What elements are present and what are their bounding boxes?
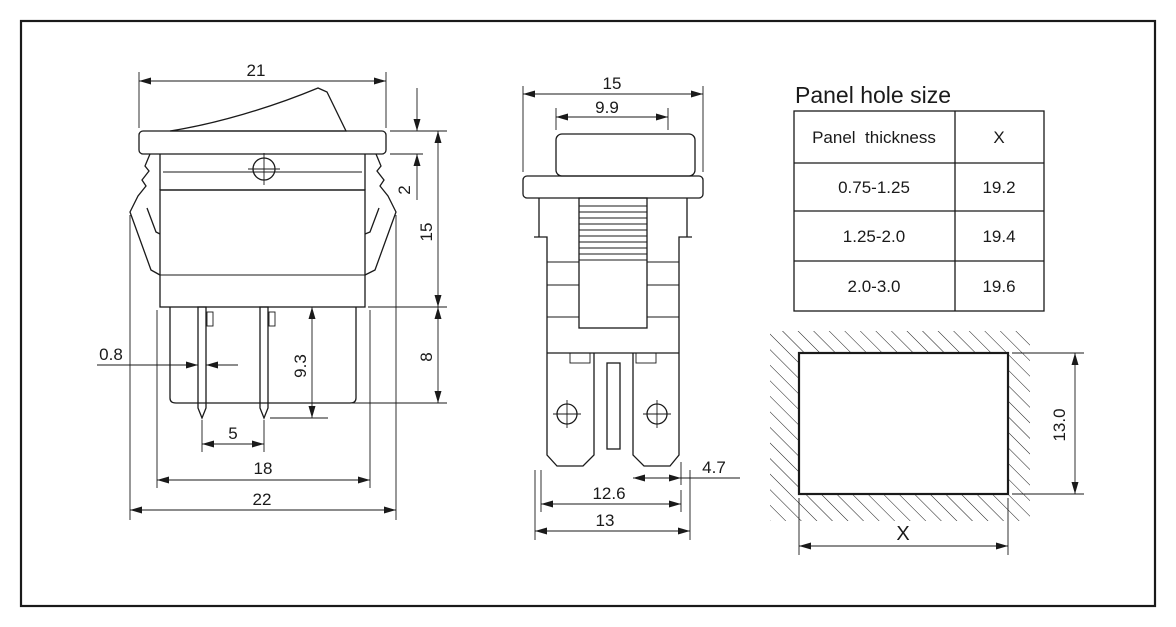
drawing-frame: [19, 19, 1157, 608]
dim-front-overall-width: 22: [253, 490, 272, 509]
dim-front-pin-height: 8: [417, 352, 436, 361]
table-cell: 2.0-3.0: [848, 277, 901, 296]
dim-side-base-width: 13: [596, 511, 615, 530]
front-base: [169, 307, 357, 404]
table-cell: 1.25-2.0: [843, 227, 905, 246]
front-body: [159, 189, 366, 308]
dim-side-top-width: 15: [603, 74, 622, 93]
table-header-thickness: Panel thickness: [812, 128, 936, 147]
table-cell: 0.75-1.25: [838, 178, 910, 197]
dim-side-terminal-width: 4.7: [702, 458, 726, 477]
front-pin-left: [197, 306, 207, 420]
front-pin-right: [259, 306, 269, 420]
side-rocker: [555, 133, 696, 177]
dim-front-pin-width: 0.8: [99, 345, 123, 364]
dim-front-pin-pitch: 5: [228, 424, 237, 443]
front-flange: [138, 130, 387, 155]
panel-hole-title: Panel hole size: [795, 82, 951, 108]
panel-hole: [797, 351, 1010, 496]
side-terminal-left: [546, 353, 595, 467]
dim-hole-width: X: [896, 523, 909, 545]
front-right-clip: [364, 153, 397, 276]
side-stem: [578, 197, 648, 329]
dim-front-top-width: 21: [247, 61, 266, 80]
panel-table: Panel thickness X 0.75-1.25 19.2 1.25-2.…: [793, 110, 1045, 312]
table-cell: 19.4: [982, 227, 1015, 246]
panel-hole-section: Panel hole size Panel thickness X 0.75-1…: [770, 82, 1084, 555]
front-view: 21 2 15 8 9.3 0.8: [97, 61, 447, 520]
front-left-clip: [129, 153, 161, 276]
dim-front-body-height: 15: [417, 223, 436, 242]
table-cell: 19.6: [982, 277, 1015, 296]
side-view: 15 9.9 4.7 12.6 13: [522, 74, 740, 540]
side-flange: [522, 175, 704, 199]
table-header-x: X: [993, 128, 1004, 147]
side-terminal-right: [632, 353, 680, 467]
dim-side-terminal-span: 12.6: [592, 484, 625, 503]
dim-front-rocker-gap: 2: [395, 185, 414, 194]
dim-front-body-width: 18: [254, 459, 273, 478]
panel-hatch: [770, 331, 1030, 521]
table-cell: 19.2: [982, 178, 1015, 197]
dim-hole-height: 13.0: [1050, 408, 1069, 441]
dim-side-rocker-width: 9.9: [595, 98, 619, 117]
rocker: [169, 87, 348, 132]
dim-front-pin-length: 9.3: [291, 354, 310, 378]
